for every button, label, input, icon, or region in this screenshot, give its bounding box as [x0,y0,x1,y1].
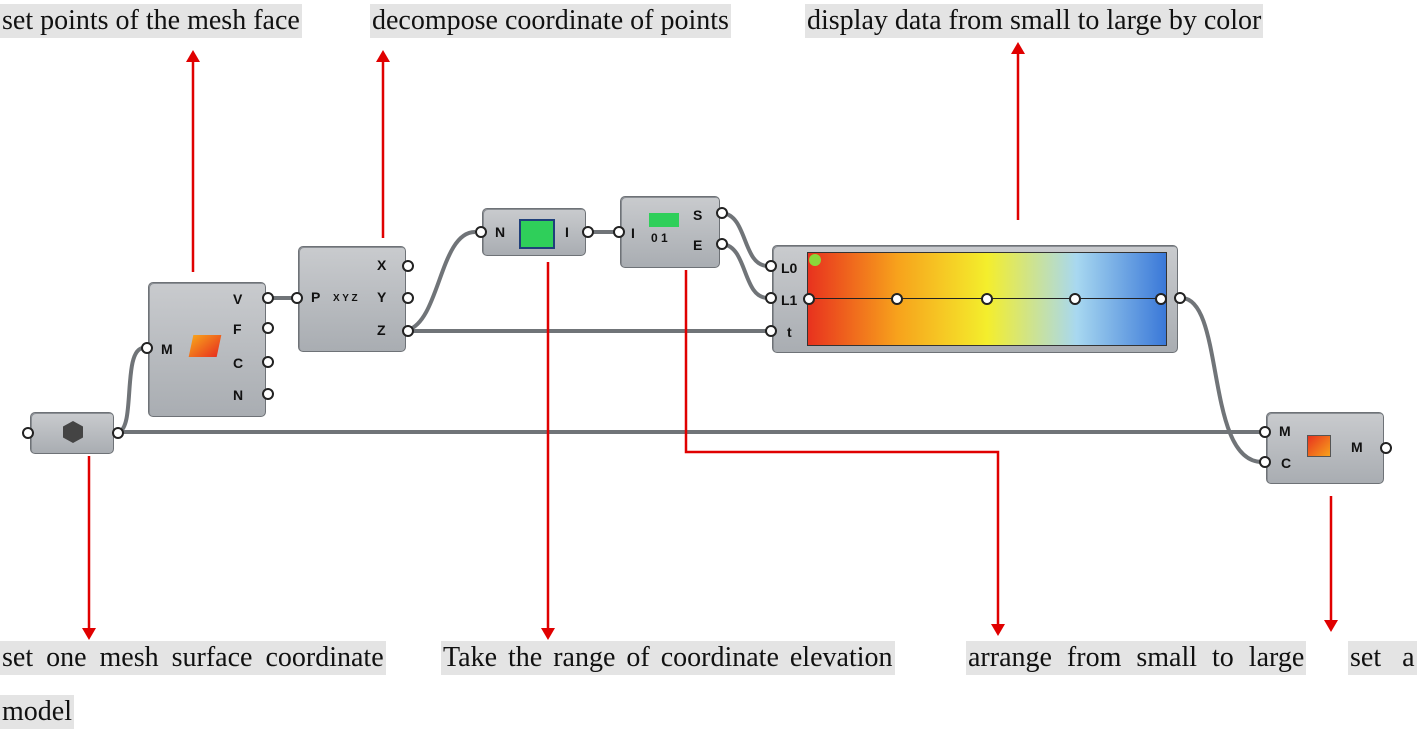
mesh-param-icon [63,421,83,443]
domain-input-pin[interactable] [613,226,625,238]
wire-source-to-mesh [117,346,144,434]
port-m-in: M [1279,423,1291,439]
annotation-range: Take the range of coordinate elevation [441,641,895,675]
l1-input-pin[interactable] [765,292,777,304]
port-z: Z [377,322,386,338]
wire-z-to-n [407,230,476,332]
port-m-out: M [1351,439,1363,455]
c-input-pin[interactable] [1259,456,1271,468]
annotation-arrows [82,42,1338,640]
deconstruct-point-icon: X Y Z [333,293,358,304]
mesh-source-node[interactable] [30,412,114,454]
bounds-output-pin[interactable] [582,226,594,238]
port-x: X [377,257,387,273]
gradient-output-pin[interactable] [1174,292,1186,304]
port-t: t [787,324,792,340]
gradient-node[interactable]: L0 L1 t [772,245,1178,353]
wire-gradient-to-c [1181,296,1263,464]
l0-input-pin[interactable] [765,260,777,272]
grip-1[interactable] [803,293,815,305]
mesh-source-output-pin[interactable] [112,427,124,439]
port-i-bounds: I [565,224,569,240]
annotation-arrange: arrange from small to large [966,641,1307,675]
c-output-pin[interactable] [262,356,274,368]
gradient-indicator-icon [809,254,821,266]
mesh-input-pin[interactable] [141,342,153,354]
annotation-set-a: set a [1348,641,1417,675]
port-c-in: C [1281,455,1292,471]
port-n-bounds: N [495,224,506,240]
port-l1: L1 [781,292,798,308]
f-output-pin[interactable] [262,322,274,334]
port-m: M [161,341,173,357]
mesh-colour-icon [1307,435,1331,457]
mesh-colours-output-pin[interactable] [1380,442,1392,454]
bounds-node[interactable]: N I [482,208,586,256]
port-f: F [233,321,242,337]
e-output-pin[interactable] [716,238,728,250]
grip-5[interactable] [1155,293,1167,305]
annotation-set-points: set points of the mesh face [0,4,302,38]
port-e: E [693,237,703,253]
port-c: C [233,355,244,371]
s-output-pin[interactable] [716,207,728,219]
mesh-source-input-pin[interactable] [22,427,34,439]
x-output-pin[interactable] [402,260,414,272]
annotation-mesh-surface: set one mesh surface coordinate [0,641,386,675]
deconstruct-domain-node[interactable]: I 0 1 S E [620,196,720,268]
grip-4[interactable] [1069,293,1081,305]
annotation-decompose: decompose coordinate of points [370,4,731,38]
port-v: V [233,291,243,307]
bounds-input-pin[interactable] [475,226,487,238]
port-p: P [311,289,321,305]
deconstruct-mesh-icon [188,335,222,357]
domain-icon [649,213,679,227]
n-output-pin[interactable] [262,388,274,400]
mesh-colours-node[interactable]: M C M [1266,412,1384,484]
z-output-pin[interactable] [402,325,414,337]
bounds-icon [519,219,555,249]
t-input-pin[interactable] [765,325,777,337]
wire-s-to-l0 [721,211,769,268]
domain-icon-text: 0 1 [651,231,668,245]
p-input-pin[interactable] [291,292,303,304]
port-i-domain: I [631,225,635,241]
v-output-pin[interactable] [262,292,274,304]
m-input-pin[interactable] [1259,426,1271,438]
annotation-display-color: display data from small to large by colo… [805,4,1264,38]
port-y: Y [377,289,387,305]
grip-3[interactable] [981,293,993,305]
wire-e-to-l1 [721,242,769,300]
port-s: S [693,207,703,223]
port-n: N [233,387,244,403]
annotation-model: model [0,695,74,729]
port-l0: L0 [781,260,798,276]
grip-2[interactable] [891,293,903,305]
y-output-pin[interactable] [402,292,414,304]
deconstruct-point-node[interactable]: P X Y Z X Y Z [298,246,406,352]
deconstruct-mesh-node[interactable]: M V F C N [148,282,266,417]
